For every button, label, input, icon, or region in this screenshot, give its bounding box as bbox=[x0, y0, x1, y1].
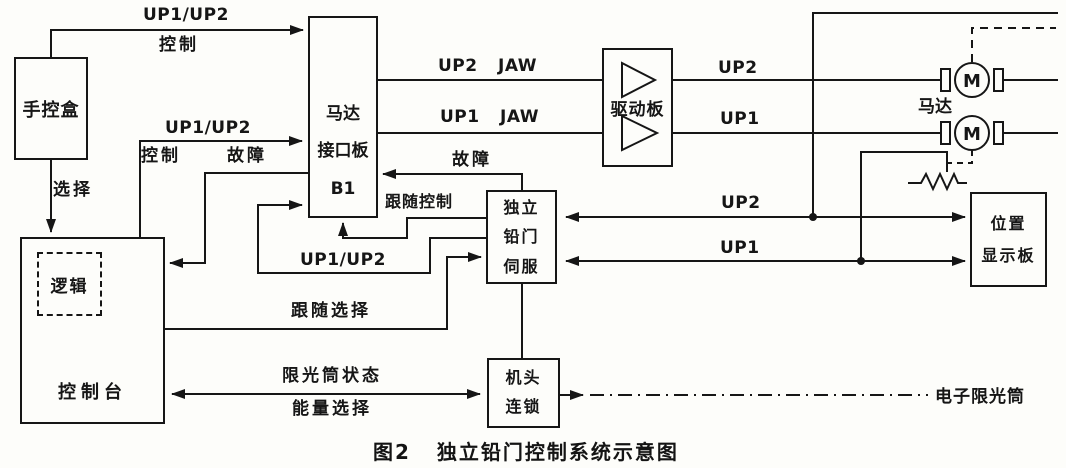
label-up12-top: UP1/UP2 bbox=[143, 5, 229, 25]
label-up1-feedback: UP1 bbox=[720, 238, 760, 258]
label-follow-select: 跟随选择 bbox=[291, 301, 371, 321]
label-up1-jaw: UP1 JAW bbox=[440, 107, 539, 127]
label-fault-servo: 故障 bbox=[452, 150, 492, 170]
label-energy-select: 能量选择 bbox=[292, 399, 372, 419]
driver-board-label: 驱动板 bbox=[610, 100, 665, 120]
motor-symbol-up2: M bbox=[963, 71, 981, 92]
box-servo: 独立 铅门 伺服 bbox=[486, 190, 557, 284]
caption-title: 独立铅门控制系统示意图 bbox=[436, 440, 679, 464]
box-head-interlock: 机头 连锁 bbox=[487, 358, 560, 428]
label-motor: 马达 bbox=[918, 97, 952, 117]
label-up2-jaw: UP2 JAW bbox=[438, 56, 537, 76]
wire-servo-fault-to-b1 bbox=[382, 169, 523, 190]
wire-up12-servo-to-b1 bbox=[257, 200, 486, 274]
wire-handbox-to-b1 bbox=[50, 25, 304, 57]
wire-motor1-mech-link bbox=[971, 27, 1056, 62]
wire-follow-control bbox=[338, 217, 486, 239]
label-up1-drive: UP1 bbox=[720, 109, 760, 129]
motor-icon-up1 bbox=[940, 115, 1004, 151]
label-select: 选择 bbox=[53, 180, 93, 200]
wire-motor2-mech-link bbox=[948, 150, 973, 164]
label-up2-feedback: UP2 bbox=[721, 193, 761, 213]
junction-dot bbox=[809, 213, 817, 221]
label-fault-console: 故障 bbox=[227, 146, 267, 166]
wire-up2-feedback-rail bbox=[812, 12, 1058, 217]
junction-dot bbox=[857, 257, 865, 265]
figure-caption: 图2 独立铅门控制系统示意图 bbox=[373, 436, 679, 465]
label-up2-drive: UP2 bbox=[718, 58, 758, 78]
wire-console-to-b1 bbox=[139, 136, 303, 237]
box-driver-board: 驱动板 bbox=[602, 48, 673, 167]
label-ctrl-top: 控制 bbox=[159, 35, 199, 55]
box-driver-board-outline bbox=[602, 48, 673, 167]
label-limiter-status: 限光筒状态 bbox=[282, 366, 382, 386]
box-hand-control: 手控盒 bbox=[14, 57, 88, 160]
potentiometer-icon bbox=[908, 171, 967, 192]
wire-follow-select bbox=[163, 252, 482, 330]
box-console: 控制台 bbox=[20, 237, 165, 424]
box-position-display: 位置 显示板 bbox=[970, 192, 1047, 287]
motor-icon-up2 bbox=[940, 62, 1004, 98]
label-up12-mid: UP1/UP2 bbox=[165, 118, 251, 138]
box-logic: 逻辑 bbox=[37, 252, 102, 316]
amplifier-icon-up2 bbox=[621, 61, 658, 99]
label-follow-control: 跟随控制 bbox=[385, 192, 454, 211]
motor-symbol-up1: M bbox=[963, 124, 981, 145]
label-ctrl-mid: 控制 bbox=[141, 146, 181, 166]
wire-b1-fault-to-console bbox=[169, 172, 308, 268]
caption-number: 图2 bbox=[373, 440, 411, 464]
console-label: 控制台 bbox=[58, 382, 127, 403]
box-motor-interface: 马达 接口板 B1 bbox=[308, 16, 378, 218]
amplifier-icon-up1 bbox=[621, 114, 660, 152]
label-up12-servo: UP1/UP2 bbox=[300, 250, 386, 270]
label-electronic-limiter: 电子限光筒 bbox=[935, 387, 1025, 407]
wire-pot-feedback bbox=[860, 151, 948, 261]
